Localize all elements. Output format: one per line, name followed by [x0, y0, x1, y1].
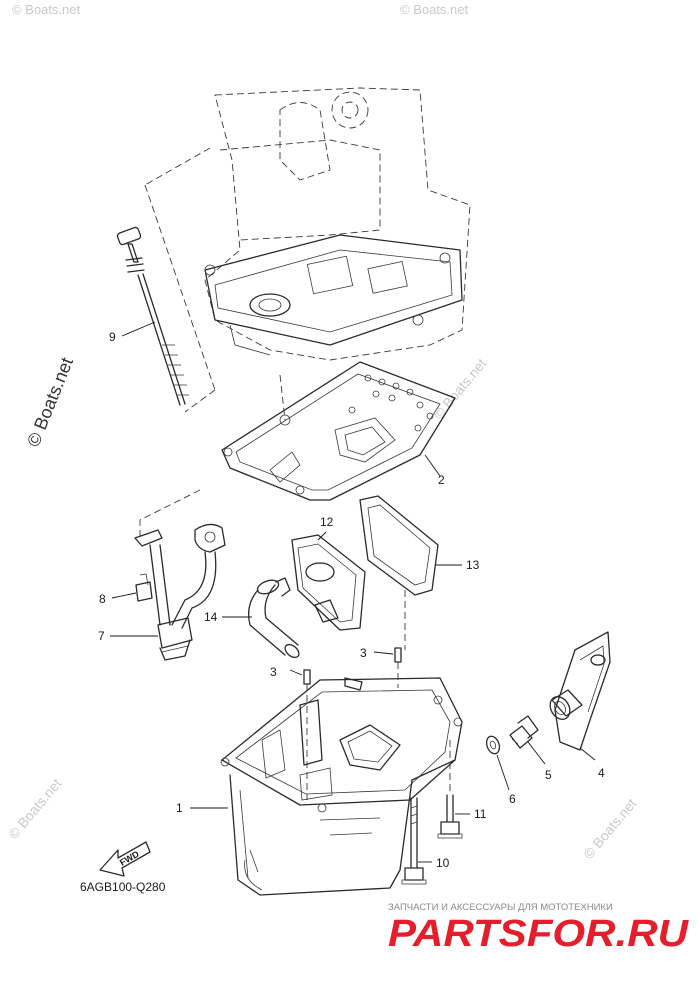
part-4-drain-cover — [549, 631, 611, 751]
callout-3a: 3 — [270, 665, 277, 679]
callout-8: 8 — [99, 592, 106, 606]
part-6-washer — [485, 735, 501, 755]
callout-5: 5 — [545, 768, 552, 782]
watermark-top-left: © Boats.net — [12, 2, 81, 17]
part-5-drain-plug — [509, 715, 539, 749]
watermark-top-right: © Boats.net — [400, 2, 469, 17]
callout-13: 13 — [466, 558, 480, 572]
part-14-hose — [247, 577, 300, 659]
callouts: 1 2 3 3 4 5 6 7 8 9 10 11 12 13 14 — [98, 330, 605, 870]
callout-3b: 3 — [360, 646, 367, 660]
part-7-oil-strainer — [134, 523, 226, 661]
part-1-oil-pan — [220, 677, 463, 896]
part-9-dipstick — [116, 147, 216, 413]
callout-2: 2 — [438, 473, 445, 487]
part-2-gasket — [139, 361, 456, 540]
watermark-left: © Boats.net — [23, 355, 77, 450]
callout-6: 6 — [509, 792, 516, 806]
part-13-seal — [359, 495, 439, 596]
footer-caption: ЗАПЧАСТИ И АКСЕССУАРЫ ДЛЯ МОТОТЕХНИКИ — [388, 902, 613, 913]
fwd-arrow: FWD — [99, 841, 151, 877]
watermark-lower-right: © Boats.net — [580, 795, 639, 862]
part-10-bolt — [401, 797, 427, 885]
diagram-code: 6AGB100-Q280 — [80, 880, 166, 894]
callout-7: 7 — [98, 629, 105, 643]
callout-14: 14 — [204, 610, 218, 624]
part-3-dowel-pins — [303, 590, 406, 800]
part-12-screen — [291, 534, 366, 631]
callout-4: 4 — [598, 766, 605, 780]
callout-1: 1 — [176, 801, 183, 815]
engine-block — [204, 87, 471, 361]
footer-brand: PARTSFOR.RU — [388, 913, 690, 955]
leader-lines — [110, 321, 596, 863]
callout-10: 10 — [436, 856, 450, 870]
callout-11: 11 — [474, 807, 487, 821]
part-11-bolt — [437, 740, 463, 839]
callout-9: 9 — [109, 330, 116, 344]
watermark-mid: © Boats.net — [430, 355, 489, 422]
watermark-lower-left: © Boats.net — [5, 775, 64, 842]
fwd-label: FWD — [118, 849, 141, 868]
callout-12: 12 — [320, 515, 334, 529]
